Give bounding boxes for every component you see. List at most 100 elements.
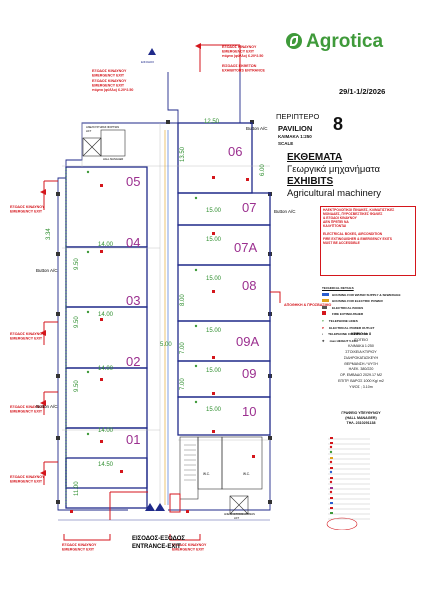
entrance-exit-gr: ΕΙΣΟΔΟΣ-ΕΞΟΔΟΣ xyxy=(132,536,185,542)
notice-en-3: MUST BE ACCESSIBLE xyxy=(323,240,360,245)
lift2-label: ΑΝΕΛΚΥΣΤΗΡΑΣ ΑΤΟΜΩΝ xyxy=(224,513,255,516)
exhibits-en-sub: Agricultural machinery xyxy=(287,188,381,199)
booth-05-height: 3.34 xyxy=(46,228,52,240)
building-info-3: ΣΤΟΙΧΕΙΑ ΚΤΙΡΙΟΥ xyxy=(345,349,377,354)
notice-en-2: FIRE EXTINGUISHER & EMERGENCY EXITS xyxy=(323,236,393,241)
exit-w1-en: EMERGENCY EXIT xyxy=(10,210,43,214)
exit-nw2-gr: ΕΞΟΔΟΣ ΚΙΝΔΥΝΟΥ xyxy=(92,79,127,83)
exhibits-gr: ΕΚΘΕΜΑΤΑ xyxy=(287,152,343,163)
center-dimension: 5.00 xyxy=(160,342,172,348)
scale-gr: ΚΛΙΜΑΚΑ 1:250 xyxy=(278,134,312,139)
booth-02-label: 02 xyxy=(126,354,140,369)
notice-en-1: ELECTRICAL BOXES, AIRCONDITION xyxy=(323,232,383,237)
exit-w4-en: EMERGENCY EXIT xyxy=(10,480,43,484)
booth-02-width: 14.00 xyxy=(98,428,114,434)
management-line2: (HALL MANAGER) xyxy=(345,416,377,421)
storage-label: ΑΠΟΘΗΚΗ & ΠΡΟΣΒΑΣΙΜΟ xyxy=(284,303,331,307)
booth-04-width: 14.00 xyxy=(98,312,114,318)
entrance-top-label: ΕΙΣΟΔΟΣ xyxy=(141,60,154,64)
technical-title: TECHNICAL DETAILS xyxy=(322,286,354,290)
tech-connector: ▪TELEPHONE CONNECTOR xyxy=(322,332,368,337)
exit-s2-en: EMERGENCY EXIT xyxy=(172,548,205,552)
building-info-9: ΥΨΟΣ ; 3.10m xyxy=(349,385,373,390)
outer-walls xyxy=(57,72,271,521)
top-exit-note: πόρτα (φύλλο) 6.20*2.50 xyxy=(222,54,263,58)
lift-label-en: LIFT xyxy=(86,129,92,133)
exit-w2-gr: ΕΞΟΔΟΣ ΚΙΝΔΥΝΟΥ xyxy=(10,332,45,336)
notice-gr-5: ΚΑΛΥΠΤΟΝΤΑΙ xyxy=(323,224,347,229)
booth-08-label: 08 xyxy=(242,278,256,293)
telephone-icons xyxy=(86,170,198,436)
exit-s2-gr: ΕΞΟΔΟΣ ΚΙΝΔΥΝΟΥ xyxy=(172,543,207,547)
entrance-arrow-icon xyxy=(145,48,165,511)
building-info-2: ΚΛΙΜΑΚΑ 1:250 xyxy=(348,343,374,348)
building-info-1: ΙΣΟΓΕΙΟ xyxy=(353,337,369,342)
booth-07-height: 6.00 xyxy=(260,164,266,176)
booth-07-width: 15.00 xyxy=(206,208,222,214)
building-info-5: ΘΕΡΜΑΝΣΗ / ΨΥΞΗ xyxy=(344,361,378,366)
booth-03-height: 9.50 xyxy=(74,316,80,328)
tech-fire: FIRE EXTINGUISHER xyxy=(322,311,416,318)
hall-manager-info: ΓΡΑΦΕΙΟ ΥΠΕΥΘΥΝΟΥ (HALL MANAGER) ΤΗΛ. 23… xyxy=(326,411,396,427)
top-exit-en: EMERGENCY EXIT xyxy=(222,50,255,54)
booth-dimensions: 14.00 14.00 14.00 14.00 14.50 12.50 15.0… xyxy=(98,119,222,468)
notice-gr-2: ΜΟΝΑΔΕΣ, ΠΥΡΟΣΒΕΣΤΙΚΕΣ ΦΩΛΙΕΣ xyxy=(323,212,383,217)
booth-06-height: 13.50 xyxy=(180,146,186,162)
exit-arrows xyxy=(40,43,201,476)
management-line1: ΓΡΑΦΕΙΟ ΥΠΕΥΘΥΝΟΥ xyxy=(341,411,381,415)
booth-03-label: 03 xyxy=(126,293,140,308)
vertical-dimensions: 9.50 9.50 9.50 11.00 3.34 13.50 6.00 8.0… xyxy=(46,146,266,496)
notice-gr-3: & ΕΞΟΔΟΙ ΚΙΝΔΥΝΟΥ xyxy=(323,216,357,221)
service-area xyxy=(179,436,263,515)
booth-02-height: 9.50 xyxy=(74,380,80,392)
top-exit-gr: ΕΞΟΔΟΣ ΚΙΝΔΥΝΟΥ xyxy=(222,45,257,49)
booth-09-label: 09 xyxy=(242,366,256,381)
exit-nw2-en: EMERGENCY EXIT xyxy=(92,84,125,88)
exit-nw-gr: ΕΞΟΔΟΣ ΚΙΝΔΥΝΟΥ xyxy=(92,69,127,73)
lift-room xyxy=(82,129,126,157)
booth-03-width: 14.00 xyxy=(98,366,114,372)
notice-box: ΗΛΕΚΤΡΟΛΟΓΙΚΟΙ ΠΙΝΑΚΕΣ, ΚΛΙΜΑΤΙΣΤΙΚΕΣ ΜΟ… xyxy=(320,206,416,276)
symbol-legend-graphic xyxy=(326,437,370,530)
building-info-4: ΣΙΔΗΡΟΚΑΤΑΣΚΕΥΗ xyxy=(343,355,379,360)
lift2-label-en: LIFT xyxy=(234,517,240,520)
notice-gr-1: ΗΛΕΚΤΡΟΛΟΓΙΚΟΙ ΠΙΝΑΚΕΣ, ΚΛΙΜΑΤΙΣΤΙΚΕΣ xyxy=(323,208,395,212)
booth-01-height: 11.00 xyxy=(74,481,80,496)
scale-en: SCALE xyxy=(278,141,294,146)
booth-09-height: 7.00 xyxy=(180,378,186,390)
brand-name: Agrotica xyxy=(306,31,384,52)
tech-power: HOUSING FOR ELECTRIC POWER xyxy=(322,298,416,305)
exhibits-en: EXHIBITS xyxy=(287,176,334,187)
button-ac-4: Button A/C xyxy=(36,404,58,409)
building-info: ΚΤΙΡΙΟ № 8 ΙΣΟΓΕΙΟ ΚΛΙΜΑΚΑ 1:250 ΣΤΟΙΧΕΙ… xyxy=(326,332,396,391)
exhibits-gr-sub: Γεωργικά μηχανήματα xyxy=(287,164,381,175)
pavilion-number: 8 xyxy=(333,114,344,134)
building-info-0: ΚΤΙΡΙΟ № 8 xyxy=(351,332,371,336)
booth-numbers: 05 04 03 02 01 06 07 07A 08 09A 09 10 xyxy=(126,144,259,447)
wc-label-2: W.C. xyxy=(243,472,250,476)
tech-boxes: ELECTRICAL BOXES xyxy=(322,305,416,312)
building-info-6: ΗΛΕΚ. 380/220 xyxy=(348,367,374,372)
booth-07-label: 07 xyxy=(242,200,256,215)
booth-04-label: 04 xyxy=(126,235,140,250)
lift-label: ΑΝΕΛΚΥΣΤΗΡΑΣ ΦΟΡΤΙΩΝ xyxy=(86,125,119,129)
booth-08-width: 15.00 xyxy=(206,276,222,282)
booth-08-height: 8.00 xyxy=(180,294,186,306)
button-ac-3: Button A/C xyxy=(36,268,58,273)
booth-09a-height: 7.00 xyxy=(180,342,186,354)
button-ac-2: Button A/C xyxy=(274,209,296,214)
utility-lines xyxy=(65,130,169,505)
booth-05-label: 05 xyxy=(126,174,140,189)
exit-nw2-note: πόρτα (φύλλο) 6.20*2.50 xyxy=(92,88,133,92)
exhibitors-entrance-en: EXHIBITORS ENTRANCE xyxy=(222,69,265,73)
tech-height: ✳max HEIGHT 5.10m xyxy=(322,338,358,343)
grid-lines xyxy=(62,123,270,510)
notice-gr-4: ΔΕΝ ΠΡΕΠΕΙ ΝΑ xyxy=(323,220,349,225)
management-line3: ΤΗΛ. 2310291138 xyxy=(346,421,376,426)
pavilion-en: PAVILION xyxy=(278,124,313,133)
exit-w3-gr: ΕΞΟΔΟΣ ΚΙΝΔΥΝΟΥ xyxy=(10,405,45,409)
booth-06-width: 12.50 xyxy=(204,119,220,125)
left-booths xyxy=(65,166,148,509)
